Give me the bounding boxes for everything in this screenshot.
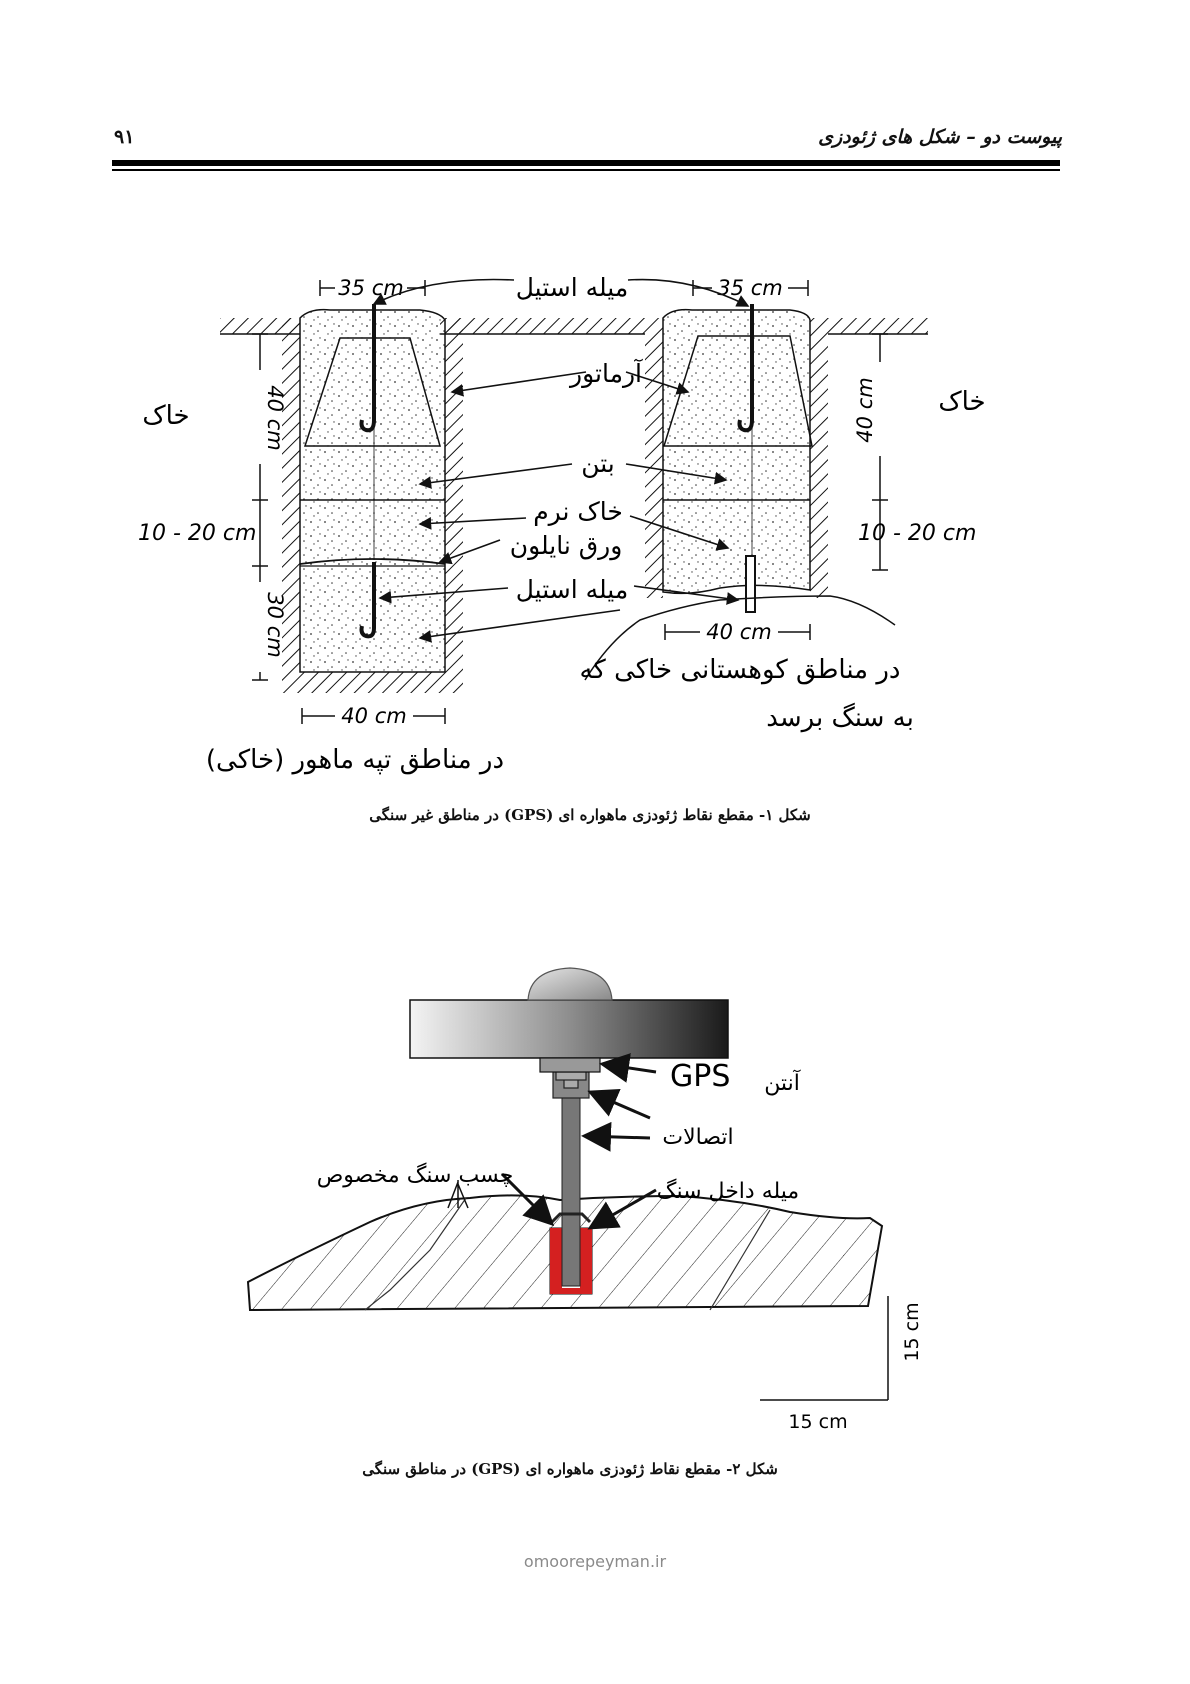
left-top-rod bbox=[359, 304, 376, 433]
label-mountain-region-line1: در مناطق کوهستانی خاکی که bbox=[579, 655, 900, 685]
glue-marker bbox=[447, 1180, 469, 1209]
right-pit-wall-right bbox=[810, 318, 828, 598]
right-top-rod bbox=[737, 304, 754, 433]
dim-right-40-label: 40 cm bbox=[853, 377, 877, 442]
right-pit bbox=[584, 304, 896, 681]
right-pit-wall-left bbox=[645, 318, 663, 598]
label-gps-word: GPS bbox=[670, 1059, 730, 1094]
dim-horizontal-label: 15 cm bbox=[788, 1411, 847, 1433]
glue-left bbox=[550, 1228, 562, 1294]
label-rebar: آرماتور bbox=[568, 358, 643, 388]
header-rule-thick bbox=[112, 160, 1060, 166]
gps-antenna-mount bbox=[539, 1057, 601, 1073]
dim-bottom-right-label: 40 cm bbox=[706, 620, 771, 644]
ground-surface-middle bbox=[440, 318, 645, 335]
header-title: پیوست دو – شکل های ژئودزی bbox=[818, 126, 1062, 148]
ground-surface-right bbox=[828, 318, 928, 335]
rod-cap bbox=[550, 1212, 592, 1224]
gps-antenna-dome bbox=[527, 967, 613, 1001]
rock-boundary bbox=[584, 595, 896, 681]
watermark-text: omoorepeyman.ir bbox=[523, 1552, 667, 1571]
label-concrete: بتن bbox=[581, 449, 615, 478]
left-pit-floor bbox=[300, 672, 445, 693]
label-mountain-region-line2: به سنگ برسد bbox=[766, 702, 914, 733]
dim-bottom-left-label: 40 cm bbox=[341, 704, 406, 728]
label-soft-soil: خاک نرم bbox=[533, 497, 623, 526]
label-antenna-word: آنتن bbox=[764, 1069, 801, 1096]
dim-top-left-label: 35 cm bbox=[338, 276, 403, 300]
label-steel-rod-bottom: میله استیل bbox=[516, 575, 628, 604]
left-pit bbox=[282, 304, 463, 693]
label-rod-in-rock: میله داخل سنگ bbox=[657, 1178, 799, 1204]
right-pit-fill bbox=[662, 308, 811, 595]
figure-1-leaders bbox=[372, 278, 750, 643]
figure-2-caption: شکل ۲- مقطع نقاط ژئودزی ماهواره ای (GPS)… bbox=[362, 1460, 778, 1478]
glue-bottom bbox=[550, 1288, 592, 1294]
nylon-sheet-line bbox=[299, 558, 446, 565]
label-nylon-sheet: ورق نایلون bbox=[510, 531, 623, 561]
dim-vertical-15: 15 cm 15 cm bbox=[760, 1296, 923, 1433]
dim-top-right: 35 cm bbox=[692, 276, 809, 300]
rod-in-rock bbox=[561, 1071, 581, 1287]
label-soil-right: خاک bbox=[938, 387, 985, 417]
dim-left-10-20-label: 10 - 20 cm bbox=[138, 521, 256, 546]
figure-1-caption: شکل ۱- مقطع نقاط ژئودزی ماهواره ای (GPS)… bbox=[369, 806, 811, 824]
label-hilly-region: در مناطق تپه ماهور (خاکی) bbox=[206, 745, 504, 775]
glue-right bbox=[580, 1228, 592, 1294]
left-pit-wall-left bbox=[282, 318, 300, 693]
header-rule-thin bbox=[112, 169, 1060, 171]
page-number: ۹۱ bbox=[114, 126, 135, 148]
dim-left-30-label: 30 cm bbox=[263, 592, 287, 657]
dim-top-left: 35 cm bbox=[319, 276, 426, 300]
dim-left-vertical: 40 cm 30 cm bbox=[246, 333, 287, 681]
left-bottom-rod bbox=[359, 562, 376, 639]
dim-bottom-left: 40 cm bbox=[301, 704, 446, 728]
figure-2-diagram: GPS آنتن اتصالات چسب سنگ مخصوص میله داخل… bbox=[246, 967, 923, 1433]
dim-bottom-right: 40 cm bbox=[664, 620, 811, 644]
right-bottom-rod bbox=[745, 555, 756, 613]
label-rock-glue: چسب سنگ مخصوص bbox=[317, 1162, 514, 1188]
left-pit-fill bbox=[299, 308, 446, 673]
left-pit-wall-right bbox=[445, 318, 463, 693]
gps-antenna-plate bbox=[409, 999, 729, 1059]
figure-1-diagram: 35 cm 35 cm 40 cm 30 cm 10 - 20 cm 40 cm… bbox=[138, 273, 986, 775]
label-fittings: اتصالات bbox=[662, 1125, 733, 1150]
label-steel-rod-top: میله استیل bbox=[516, 273, 628, 302]
dim-right-vertical: 40 cm bbox=[853, 333, 894, 571]
label-soil-left: خاک bbox=[142, 401, 189, 431]
dim-right-10-20-label: 10 - 20 cm bbox=[858, 521, 976, 546]
dim-left-40-label: 40 cm bbox=[263, 385, 287, 450]
figure-2-leaders bbox=[500, 1053, 657, 1230]
dim-vertical-label: 15 cm bbox=[901, 1302, 923, 1361]
